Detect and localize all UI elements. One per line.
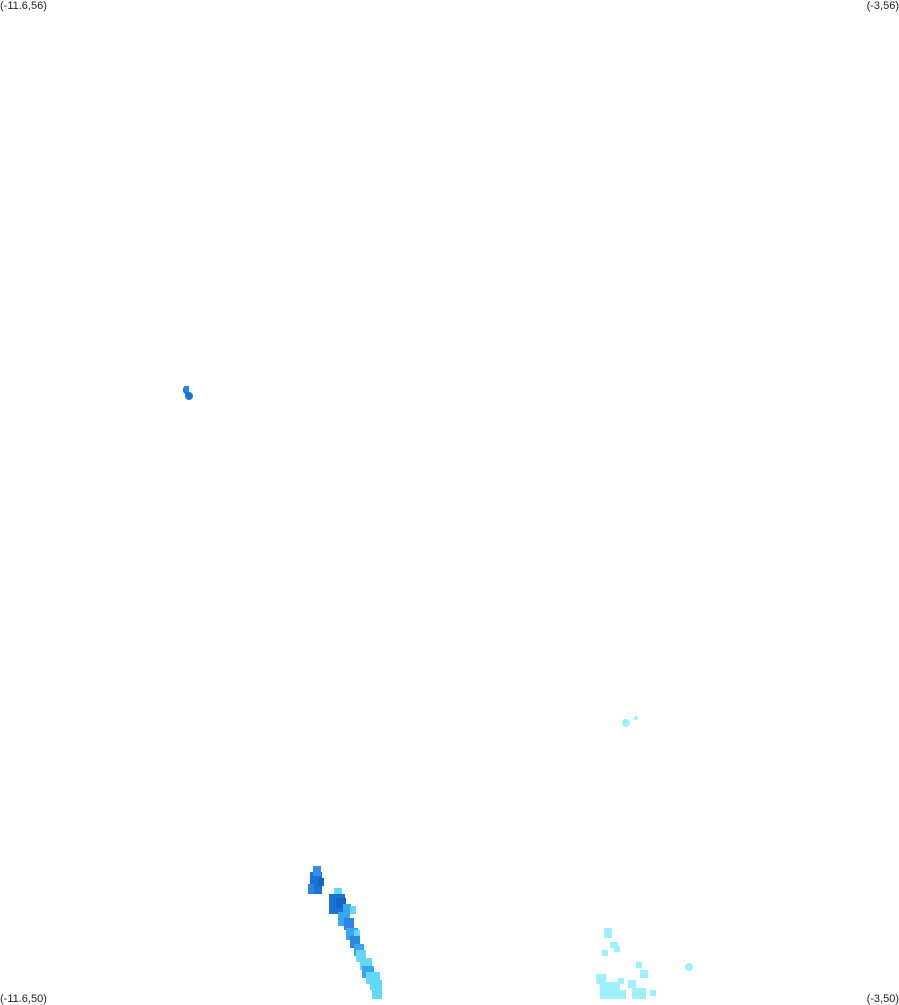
corner-label-top-left: (-11.6,56) <box>0 0 47 12</box>
cluster-north-west <box>183 386 193 400</box>
cluster-south-dark <box>308 866 324 894</box>
cluster-east-isolated <box>622 716 638 727</box>
corner-label-top-right: (-3,56) <box>866 0 899 12</box>
cluster-south-east <box>596 928 693 999</box>
corner-label-bottom-left: (-11.6,50) <box>0 993 47 1005</box>
corner-label-bottom-right: (-3,50) <box>866 993 899 1005</box>
cluster-south-streak <box>329 888 382 999</box>
